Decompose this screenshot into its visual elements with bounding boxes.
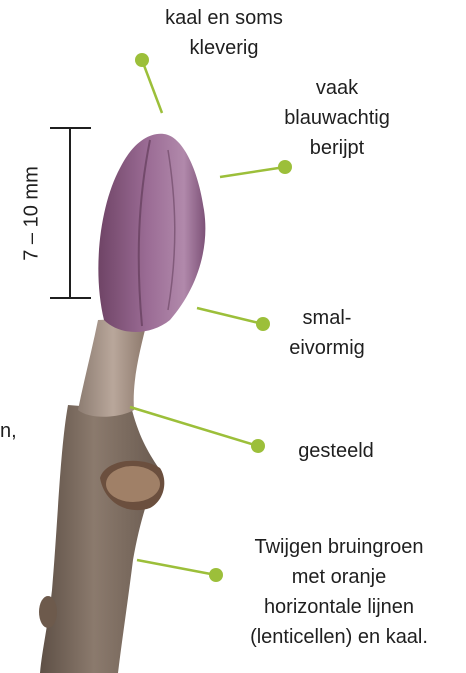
cut-off-text: n, (0, 420, 17, 443)
leader-line-bloom (220, 167, 285, 177)
label-tip-line2: kleverig (140, 33, 308, 63)
leader-line-tip (142, 60, 162, 113)
label-shape-line1: smal- (272, 303, 382, 333)
label-stalk-line1: gesteeld (276, 436, 396, 466)
label-bloom: vaak blauwachtig berijpt (262, 73, 412, 163)
scale-label: 7 – 10 mm (21, 159, 44, 269)
bud (98, 134, 205, 332)
label-twig: Twijgen bruingroen met oranje horizontal… (212, 532, 466, 652)
label-twig-line1: Twijgen bruingroen (212, 532, 466, 562)
leader-dot-stalk (251, 439, 265, 453)
bud-stalk (78, 318, 148, 417)
twig (40, 405, 160, 673)
label-stalk: gesteeld (276, 436, 396, 466)
label-bloom-line1: vaak (262, 73, 412, 103)
label-twig-line3: horizontale lijnen (212, 592, 466, 622)
lower-bud (39, 596, 57, 628)
label-shape: smal- eivormig (272, 303, 382, 363)
label-twig-line2: met oranje (212, 562, 466, 592)
label-twig-line4: (lenticellen) en kaal. (212, 622, 466, 652)
leader-dot-shape (256, 317, 270, 331)
label-tip: kaal en soms kleverig (140, 3, 308, 63)
label-tip-line1: kaal en soms (140, 3, 308, 33)
leader-line-twig (137, 560, 216, 575)
label-bloom-line3: berijpt (262, 133, 412, 163)
leader-line-shape (197, 308, 263, 324)
label-shape-line2: eivormig (272, 333, 382, 363)
cut-stub-face (106, 466, 160, 502)
leader-line-stalk (130, 407, 258, 446)
label-bloom-line2: blauwachtig (262, 103, 412, 133)
